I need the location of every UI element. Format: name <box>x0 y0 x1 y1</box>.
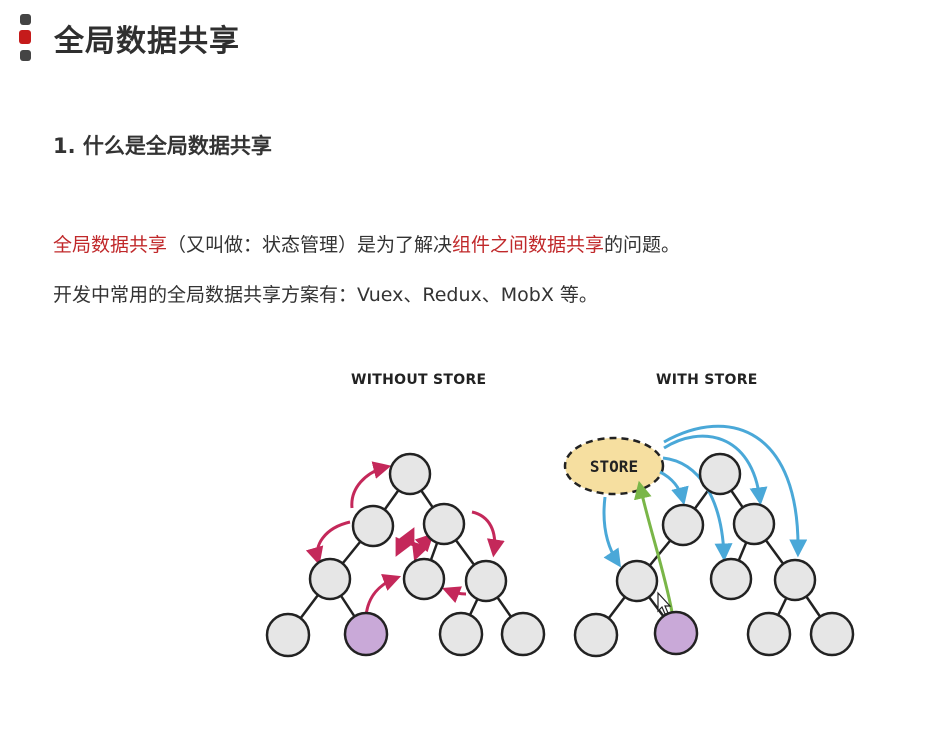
paragraph-solutions: 开发中常用的全局数据共享方案有：Vuex、Redux、MobX 等。 <box>53 284 598 306</box>
mouse-cursor-icon <box>657 591 672 615</box>
paragraph-text: （又叫做：状态管理）是为了解决 <box>167 234 453 256</box>
without-store-nodes <box>265 452 546 658</box>
tree-node <box>709 557 753 601</box>
store-label: STORE <box>590 457 638 476</box>
tree-node <box>438 611 484 657</box>
tree-node-active <box>653 610 699 656</box>
tree-node <box>402 557 446 601</box>
without-store-edges <box>287 473 525 636</box>
tree-node <box>265 612 311 658</box>
with-store-nodes <box>573 452 855 658</box>
component-to-store-arrow <box>634 480 674 613</box>
tree-node <box>464 559 508 603</box>
tree-node <box>422 502 466 546</box>
tree-node <box>388 452 432 496</box>
tree-node <box>746 611 792 657</box>
with-store-edges <box>595 473 834 636</box>
tree-node <box>732 502 776 546</box>
without-store-label: WITHOUT STORE <box>351 372 487 388</box>
paragraph-text: 的问题。 <box>604 234 681 256</box>
tree-node <box>698 452 742 496</box>
section-heading: 1. 什么是全局数据共享 <box>53 134 272 158</box>
tree-node <box>809 611 855 657</box>
tree-node <box>308 557 352 601</box>
highlight-term: 全局数据共享 <box>53 234 168 256</box>
highlight-term: 组件之间数据共享 <box>452 234 605 256</box>
tree-node <box>351 504 395 548</box>
tree-node <box>615 559 659 603</box>
tree-node <box>661 503 705 547</box>
tree-node <box>500 611 546 657</box>
tree-node-active <box>343 611 389 657</box>
with-store-label: WITH STORE <box>656 372 758 388</box>
page-title: 全局数据共享 <box>54 24 240 59</box>
without-store-arrows <box>305 461 505 617</box>
tree-node <box>573 612 619 658</box>
store-node <box>563 436 665 496</box>
paragraph-definition: 全局数据共享（又叫做：状态管理）是为了解决组件之间数据共享的问题。 <box>53 230 680 257</box>
tree-node <box>773 558 817 602</box>
